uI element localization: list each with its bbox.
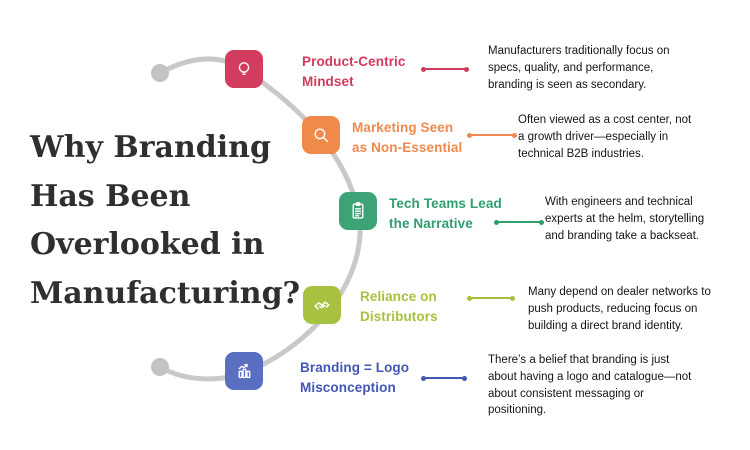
item-description: Manufacturers traditionally focus on spe… [488, 45, 670, 91]
bar-chart-icon [225, 352, 263, 390]
item-description: There’s a belief that branding is just a… [488, 354, 692, 417]
item-connector [467, 132, 517, 138]
item-connector [494, 219, 544, 225]
page-title: Why Branding Has Been Overlooked in Manu… [30, 130, 301, 311]
timeline-start-dot [151, 64, 169, 82]
lightbulb-icon [225, 50, 263, 88]
item-title-tech-teams: Tech Teams Lead the Narrative [389, 196, 502, 231]
magnifier-icon [302, 116, 340, 154]
item-title-distributors: Reliance on Distributors [360, 289, 438, 324]
checklist-icon [339, 192, 377, 230]
item-description: With engineers and technical experts at … [545, 196, 705, 242]
item-connector [467, 295, 515, 301]
item-connector [421, 66, 469, 72]
item-title-marketing: Marketing Seen as Non-Essential [352, 120, 463, 155]
item-description: Many depend on dealer networks to push p… [528, 286, 711, 332]
handshake-icon [303, 286, 341, 324]
item-connector [421, 375, 467, 381]
item-title-product-centric: Product-Centric Mindset [302, 54, 406, 89]
timeline-end-dot [151, 358, 169, 376]
item-title-branding-logo: Branding = Logo Misconception [300, 360, 410, 395]
item-description: Often viewed as a cost center, not a gro… [518, 114, 692, 160]
